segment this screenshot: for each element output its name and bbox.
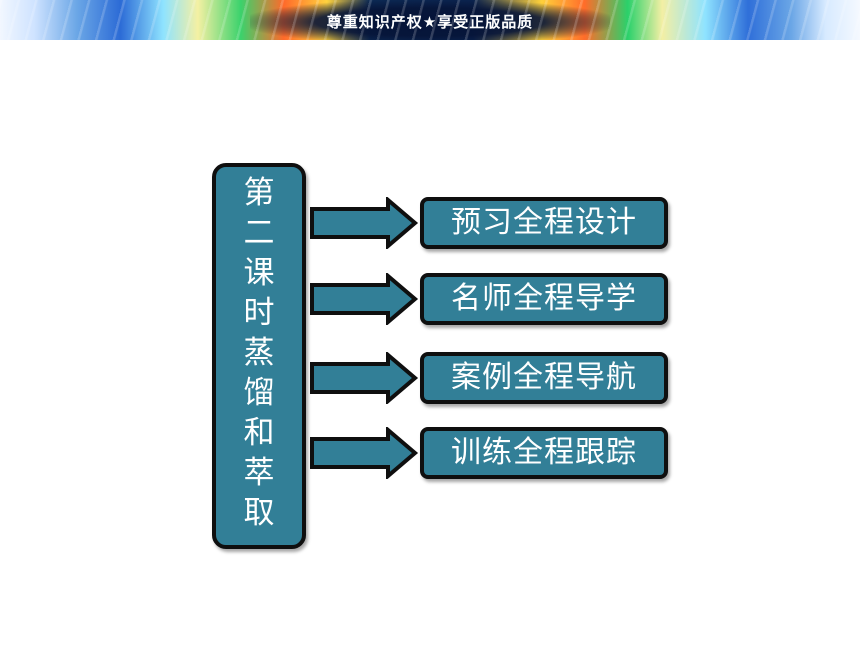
arrow-right-icon bbox=[310, 197, 419, 249]
lesson-title-char: 取 bbox=[243, 495, 275, 531]
menu-item-training-tracking[interactable]: 训练全程跟踪 bbox=[420, 427, 668, 479]
arrow-right-icon bbox=[310, 352, 419, 404]
lesson-title-box: 第 二 课 时 蒸 馏 和 萃 取 bbox=[212, 163, 306, 549]
lesson-title-char: 时 bbox=[243, 295, 275, 331]
lesson-title-char: 第 bbox=[243, 175, 275, 211]
top-banner: 尊重知识产权★享受正版品质 bbox=[0, 0, 860, 40]
lesson-title-char: 二 bbox=[243, 215, 275, 251]
lesson-title-char: 课 bbox=[243, 255, 275, 291]
arrow-right-icon bbox=[310, 427, 419, 479]
menu-item-case-navigation[interactable]: 案例全程导航 bbox=[420, 352, 668, 404]
banner-text: 尊重知识产权★享受正版品质 bbox=[326, 13, 534, 31]
arrow-right-icon bbox=[310, 273, 419, 325]
menu-item-preview-design[interactable]: 预习全程设计 bbox=[420, 197, 668, 249]
lesson-title-char: 蒸 bbox=[243, 335, 275, 371]
lesson-title-char: 萃 bbox=[243, 455, 275, 491]
lesson-title-char: 馏 bbox=[243, 375, 275, 411]
lesson-title-char: 和 bbox=[243, 415, 275, 451]
menu-item-teacher-guide[interactable]: 名师全程导学 bbox=[420, 273, 668, 325]
